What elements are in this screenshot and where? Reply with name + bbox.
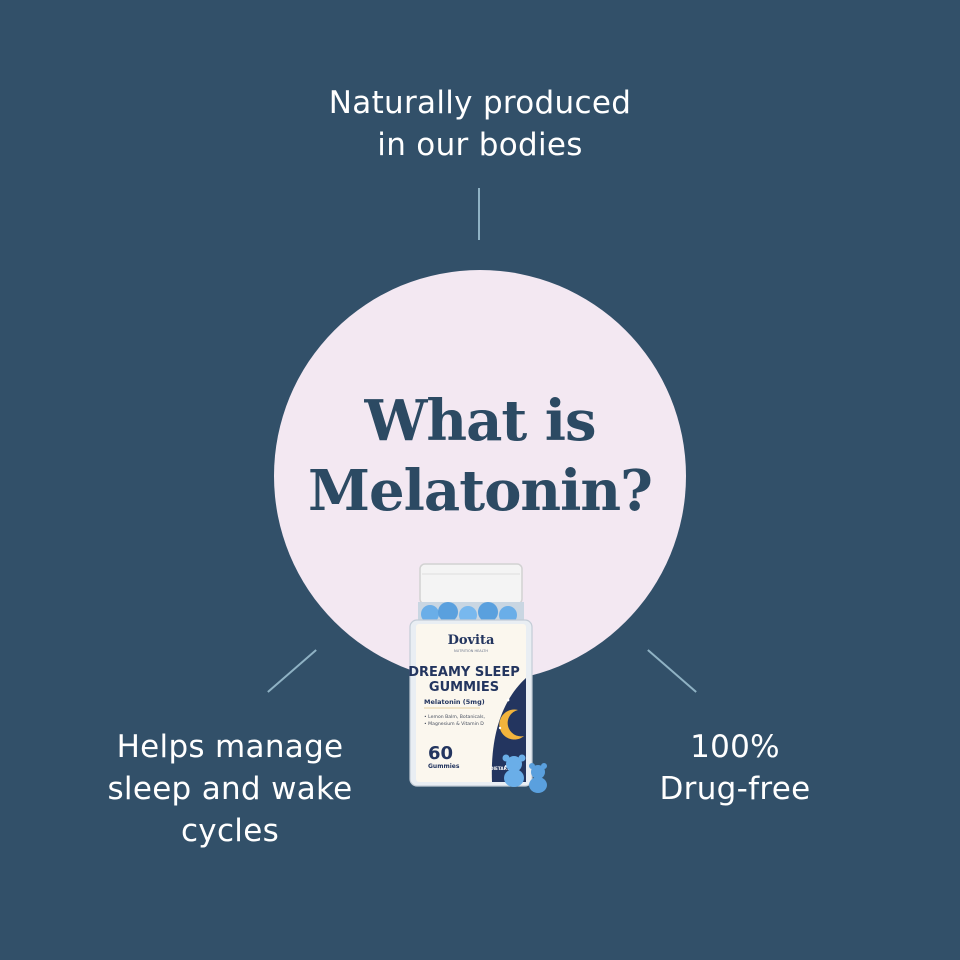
callout-right-line2: Drug-free [659,771,811,807]
bottle-illustration: Dovita NUTRITION HEALTH DREAMY SLEEP GUM… [408,563,547,793]
callout-sleep-wake: Helps manage sleep and wake cycles [60,726,400,852]
label-footer: DIETARY S [490,766,514,771]
callout-right-line1: 100% [690,729,780,765]
product-dose: Melatonin (5mg) [424,698,485,706]
product-name-line2: GUMMIES [429,680,499,695]
connector-line-top [478,188,480,240]
callout-naturally-produced: Naturally produced in our bodies [280,82,680,166]
callout-top-line2: in our bodies [377,127,583,163]
product-bottle: Dovita NUTRITION HEALTH DREAMY SLEEP GUM… [408,560,558,800]
connector-line-right [647,649,697,693]
callout-left-line2: sleep and wake [107,771,353,807]
callout-left-line3: cycles [180,813,280,849]
gummy-bear-icon [502,754,547,793]
headline: What is Melatonin? [274,386,686,526]
callout-top-line1: Naturally produced [328,85,632,121]
connector-line-left [267,649,317,693]
callout-drug-free: 100% Drug-free [590,726,880,810]
ingredients-line2: • Magnesium & Vitamin D [424,721,484,727]
brand-logo: Dovita [448,633,495,648]
product-name-line1: DREAMY SLEEP [408,665,520,680]
gummy-count: 60 [428,743,453,764]
headline-line2: Melatonin? [308,458,653,524]
headline-line1: What is [364,388,596,454]
callout-left-line1: Helps manage [116,729,344,765]
ingredients-line1: • Lemon Balm, Botanicals, [424,714,486,720]
brand-subtitle: NUTRITION HEALTH [454,649,488,653]
gummy-count-unit: Gummies [428,763,460,770]
moon-icon [499,709,524,740]
gummies-in-jar [421,602,517,624]
bottle-cap [419,563,523,605]
